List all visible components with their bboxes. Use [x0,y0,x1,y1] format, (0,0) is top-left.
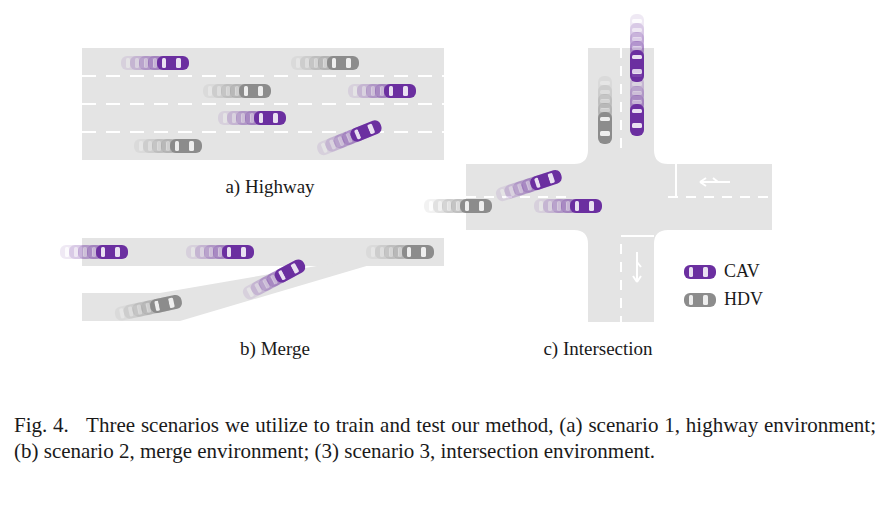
vehicle [684,293,716,307]
vehicle [254,111,286,125]
scenario-label: b) Merge [240,338,310,360]
vehicle [598,112,612,144]
vehicle [239,84,271,98]
vehicle [630,104,644,136]
vehicle [222,245,254,259]
vehicle [149,294,183,314]
scenario-label: c) Intersection [543,338,652,360]
merge-main-road [82,238,444,266]
vehicle [570,199,602,213]
highway-road [82,48,444,160]
vehicle [460,199,492,213]
vehicle [684,265,716,279]
vehicle [273,257,308,284]
vehicle [327,56,359,70]
vehicle [402,245,434,259]
vehicle [529,168,564,191]
legend-text: CAV [724,261,760,282]
vehicle [96,245,128,259]
intersection-road [466,48,772,322]
vehicle [349,119,384,144]
vehicle [157,56,189,70]
legend-text: HDV [724,289,763,310]
vehicle [170,139,202,153]
legend-swatch [684,265,716,279]
vehicle [340,122,375,147]
merge-ramp [82,262,380,321]
figure-caption: Fig. 4. Three scenarios we utilize to tr… [14,412,876,464]
vehicle [520,171,555,194]
lane-markings [82,76,444,132]
vehicle [384,84,416,98]
scenario-label: a) Highway [225,176,314,198]
legend-swatch [684,293,716,307]
